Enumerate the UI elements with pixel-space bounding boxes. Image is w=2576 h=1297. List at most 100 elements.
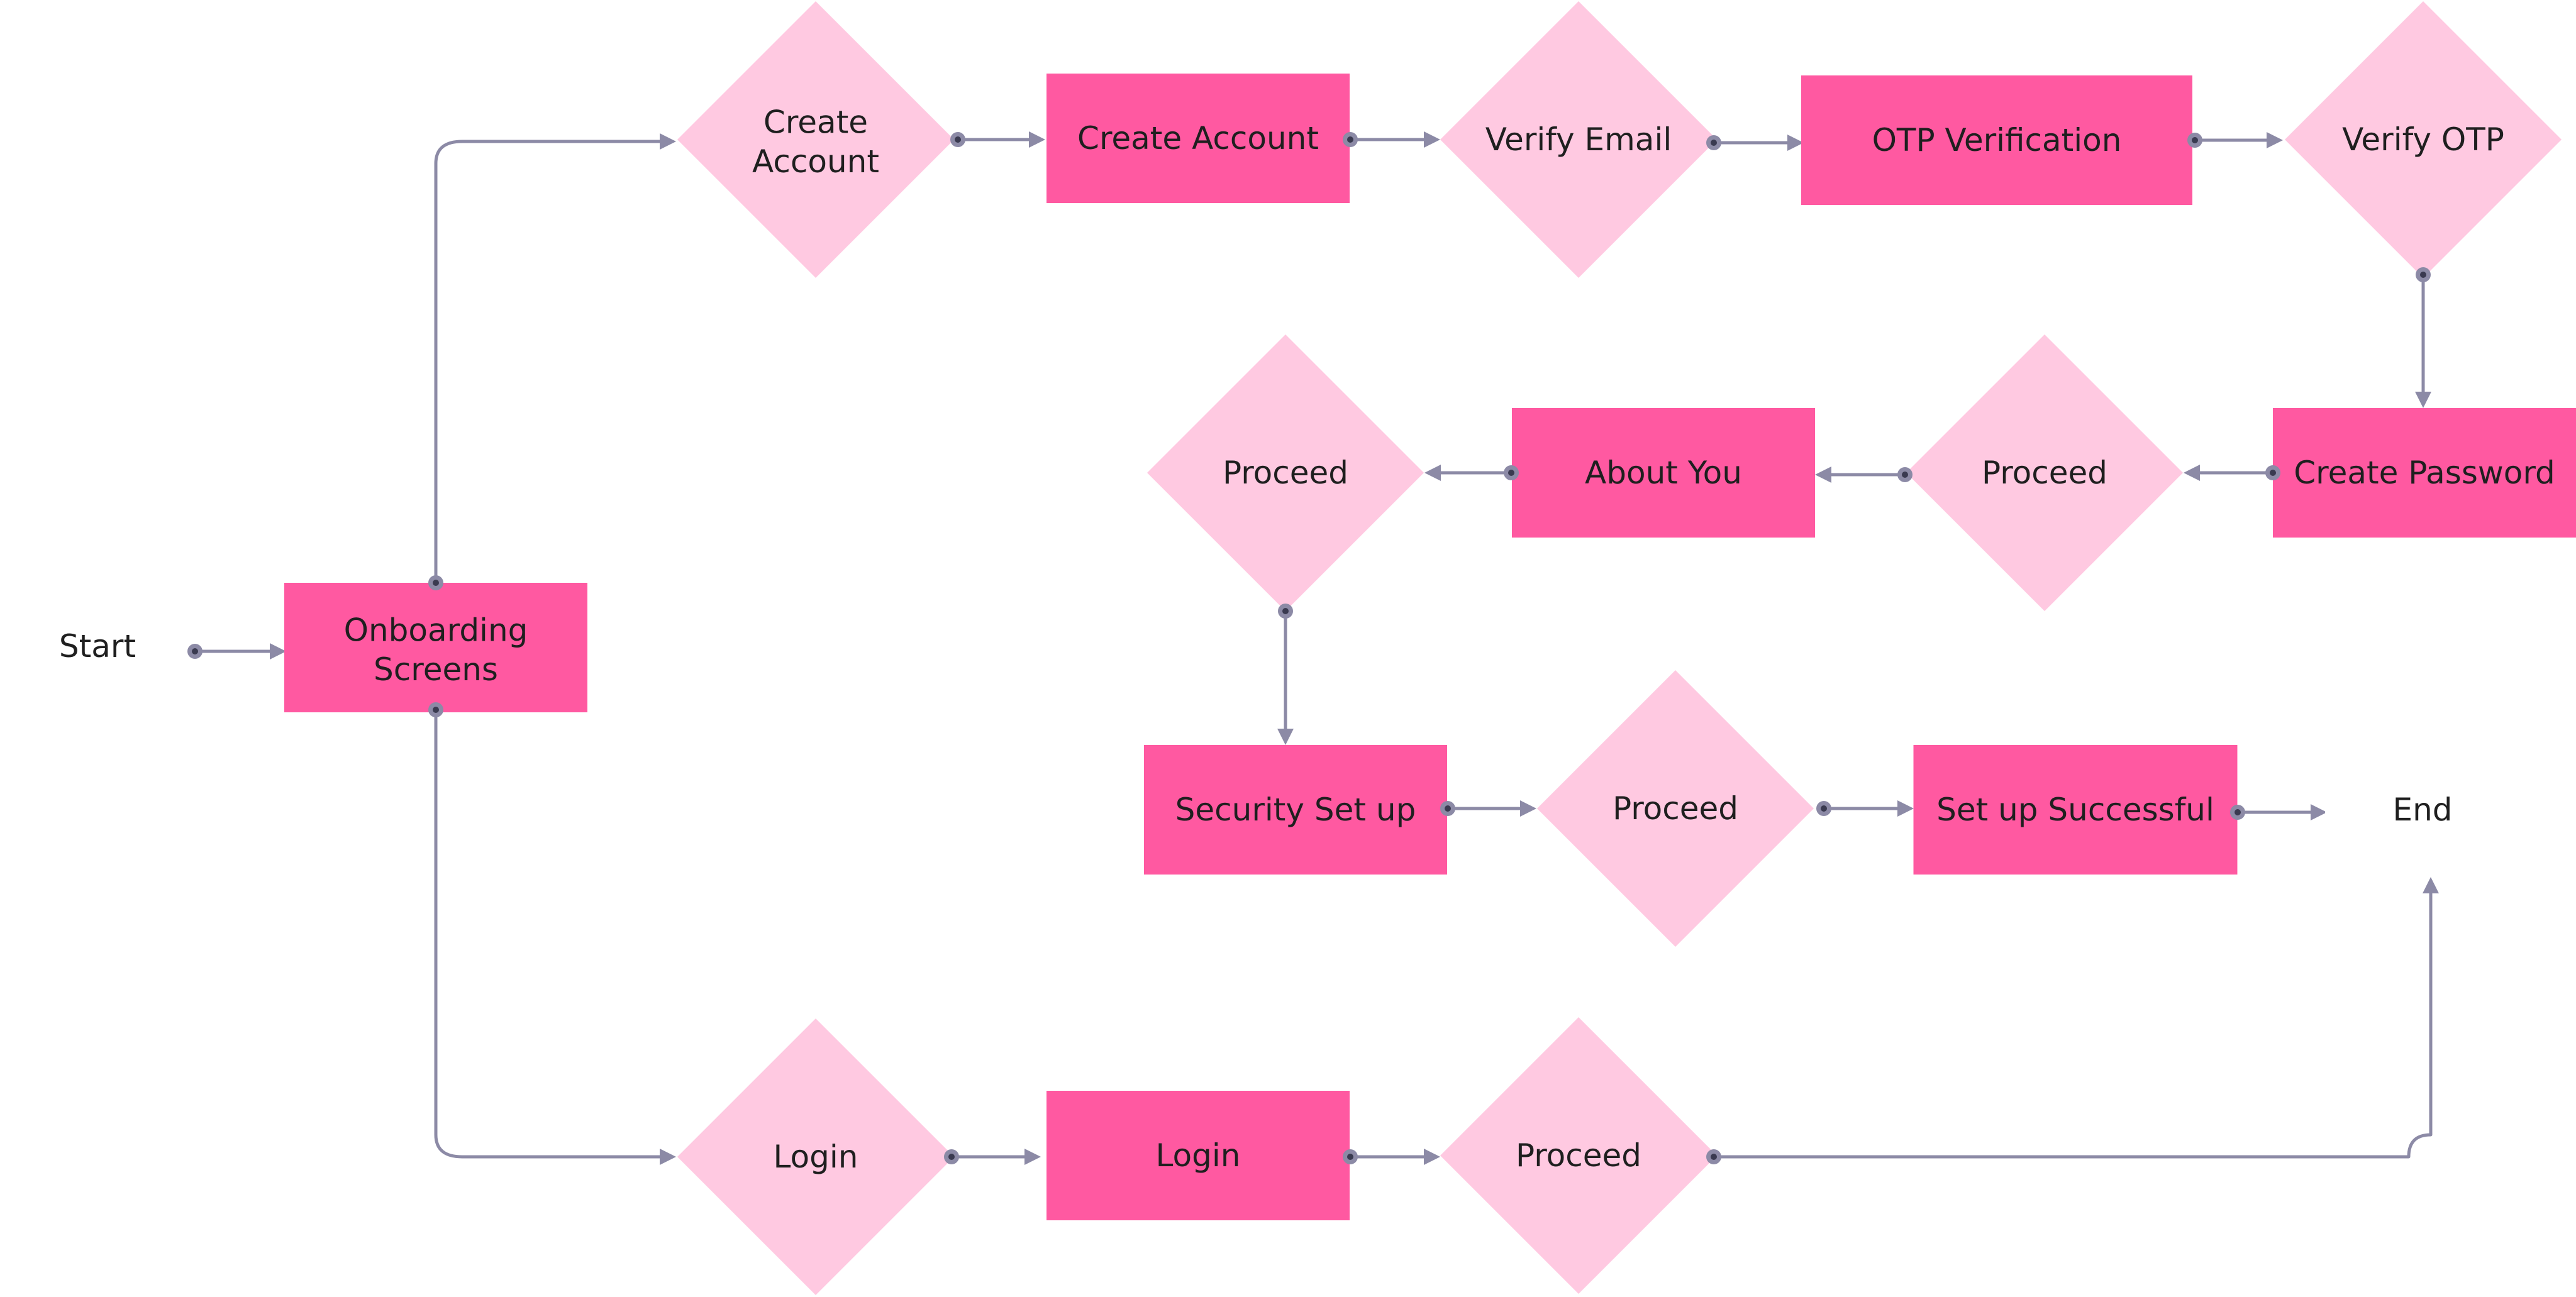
node-login-decision: Login bbox=[677, 1018, 954, 1295]
arrowhead bbox=[1024, 1149, 1041, 1165]
decision-diamond bbox=[1440, 1017, 1717, 1294]
arrowhead bbox=[1897, 800, 1914, 817]
connection-port bbox=[1897, 467, 1913, 482]
node-label: Create Password bbox=[2294, 455, 2555, 491]
terminal-shape bbox=[3, 582, 192, 711]
node-label: Proceed bbox=[1613, 790, 1738, 827]
edge-verify_email-to-otp_verification bbox=[1714, 135, 1804, 151]
node-verify-email: Verify Email bbox=[1440, 1, 1717, 278]
arrowhead bbox=[1424, 1149, 1440, 1165]
arrowhead bbox=[660, 1149, 676, 1165]
process-box bbox=[1801, 75, 2192, 205]
node-login: Login bbox=[1046, 1091, 1350, 1220]
node-verify-otp: Verify OTP bbox=[2285, 1, 2562, 278]
arrowhead bbox=[2184, 465, 2200, 481]
node-label: Login bbox=[1156, 1137, 1241, 1174]
connection-port bbox=[950, 132, 965, 147]
decision-diamond bbox=[1147, 334, 1424, 611]
process-box bbox=[1046, 1091, 1350, 1220]
node-create-password: Create Password bbox=[2273, 408, 2576, 538]
edge-create_account-to-verify_email bbox=[1350, 131, 1440, 148]
process-box bbox=[2273, 408, 2576, 538]
node-label: Login bbox=[774, 1139, 858, 1175]
edge-create_password-to-proceed_1 bbox=[2184, 465, 2273, 481]
decision-diamond bbox=[677, 1, 954, 278]
node-label: End bbox=[2392, 792, 2452, 828]
arrowhead bbox=[2423, 877, 2439, 893]
edge-onboarding-to-login_decision bbox=[434, 710, 676, 1165]
edge-otp_verification-to-verify_otp bbox=[2195, 132, 2283, 148]
connector-line bbox=[434, 140, 663, 583]
node-proceed-1: Proceed bbox=[1906, 334, 2183, 611]
arrowhead bbox=[1029, 131, 1045, 148]
node-label: Proceed bbox=[1516, 1137, 1641, 1174]
edge-about_you-to-proceed_2 bbox=[1815, 466, 1905, 483]
edge-proceed_1-to-about_you bbox=[1424, 465, 1511, 481]
node-label: Proceed bbox=[1982, 455, 2107, 491]
node-otp-verification: OTP Verification bbox=[1801, 75, 2192, 205]
process-box bbox=[1144, 745, 1447, 875]
connection-port bbox=[428, 575, 443, 590]
decision-diamond bbox=[1537, 670, 1814, 947]
node-label: Verify Email bbox=[1485, 121, 1672, 158]
connector-line bbox=[1714, 890, 2433, 1159]
edge-login_decision-to-login bbox=[952, 1149, 1041, 1165]
connection-port bbox=[944, 1149, 959, 1164]
node-label: Start bbox=[59, 628, 136, 665]
connection-port bbox=[1706, 135, 1721, 150]
node-label: About You bbox=[1585, 455, 1742, 491]
node-create-account: Create Account bbox=[1046, 74, 1350, 203]
connection-port bbox=[2230, 805, 2245, 820]
decision-diamond bbox=[1440, 1, 1717, 278]
edge-login-to-proceed_4 bbox=[1350, 1149, 1440, 1165]
arrowhead bbox=[1815, 466, 1831, 483]
node-label: Security Set up bbox=[1175, 792, 1416, 828]
connection-port bbox=[1504, 465, 1519, 480]
node-proceed-2: Proceed bbox=[1147, 334, 1424, 611]
node-proceed-4: Proceed bbox=[1440, 1017, 1717, 1294]
node-label: Create Account bbox=[1077, 120, 1319, 157]
arrowhead bbox=[2267, 132, 2283, 148]
arrowhead bbox=[2415, 392, 2431, 408]
connection-port bbox=[1343, 132, 1358, 147]
process-box bbox=[284, 583, 587, 712]
node-label: OTP Verification bbox=[1872, 122, 2122, 158]
node-security-setup: Security Set up bbox=[1144, 745, 1447, 875]
arrowhead bbox=[660, 133, 676, 150]
node-label: Verify OTP bbox=[2342, 121, 2504, 158]
edge-security_setup-to-proceed_3 bbox=[1448, 800, 1536, 817]
node-about-you: About You bbox=[1512, 408, 1815, 538]
connector-line bbox=[434, 710, 663, 1159]
edge-create_account_decision-to-create_account bbox=[958, 131, 1045, 148]
connection-port bbox=[428, 702, 443, 717]
node-end: End bbox=[2325, 745, 2520, 875]
edge-proceed_4-to-end bbox=[1714, 877, 2439, 1159]
process-box bbox=[1046, 74, 1350, 203]
connection-port bbox=[2187, 133, 2202, 148]
connection-port bbox=[1816, 801, 1831, 816]
node-proceed-3: Proceed bbox=[1537, 670, 1814, 947]
edges-layer bbox=[195, 131, 2439, 1165]
node-label: Set up Successful bbox=[1936, 792, 2214, 828]
decision-diamond bbox=[1906, 334, 2183, 611]
process-box bbox=[1512, 408, 1815, 538]
edge-setup_successful-to-end bbox=[2238, 804, 2327, 820]
decision-diamond bbox=[677, 1018, 954, 1295]
node-setup-successful: Set up Successful bbox=[1913, 745, 2238, 875]
connection-port bbox=[2265, 465, 2280, 480]
connection-port bbox=[2416, 267, 2431, 282]
edge-proceed_2-to-security_setup bbox=[1277, 611, 1294, 745]
arrowhead bbox=[1277, 729, 1294, 745]
process-box bbox=[1913, 745, 2238, 875]
edge-verify_otp-to-create_password bbox=[2415, 275, 2431, 408]
connection-port bbox=[187, 644, 203, 659]
node-label: Proceed bbox=[1223, 455, 1348, 491]
arrowhead bbox=[1520, 800, 1536, 817]
arrowhead bbox=[1424, 131, 1440, 148]
